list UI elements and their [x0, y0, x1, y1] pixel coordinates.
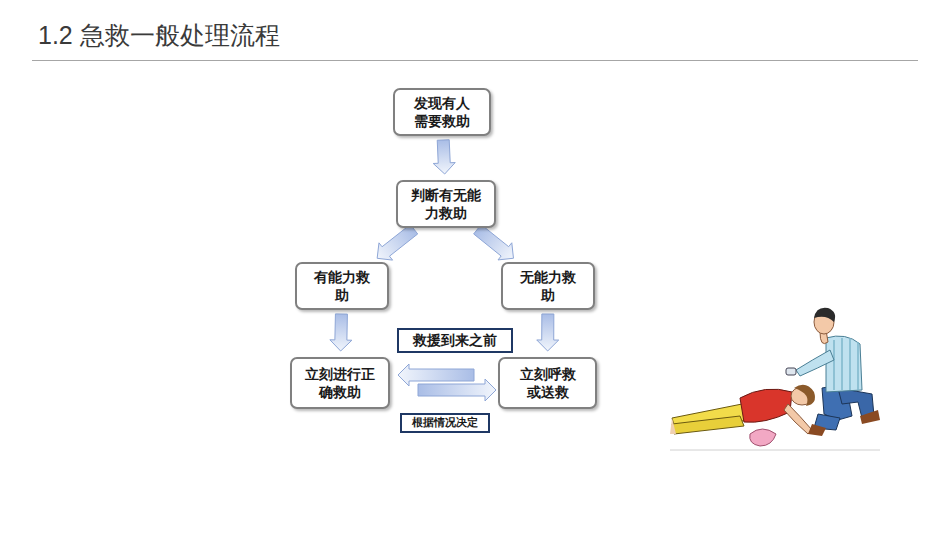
- handbag: [750, 429, 776, 446]
- shirt-stripes: [834, 338, 858, 390]
- node-label: 发现有人需要救助: [412, 94, 472, 130]
- process-box: 立刻进行正确救助: [290, 357, 390, 409]
- node-label: 无能力救助: [518, 268, 578, 304]
- block-arrow: [418, 379, 496, 401]
- legs: [672, 416, 744, 434]
- ground-line: [670, 450, 880, 451]
- hair: [814, 308, 835, 322]
- phase-tag: 救援到来之前: [397, 328, 513, 353]
- torso: [740, 389, 792, 422]
- decision-box: 判断有无能力救助: [396, 180, 496, 228]
- block-arrow: [474, 225, 514, 260]
- note-tag: 根据情况决定: [400, 413, 490, 433]
- block-arrow: [398, 364, 474, 386]
- arm: [784, 404, 812, 434]
- node-label: 根据情况决定: [412, 416, 478, 430]
- block-arrow: [330, 314, 352, 351]
- node-label: 有能力救助: [312, 268, 372, 304]
- hair: [794, 385, 815, 406]
- process-box: 立刻呼救或送救: [498, 357, 597, 409]
- title-rule: [32, 60, 918, 61]
- block-arrow: [537, 314, 559, 351]
- process-box: 无能力救助: [501, 262, 595, 310]
- node-label: 判断有无能力救助: [409, 186, 483, 222]
- phone-device: [786, 368, 796, 375]
- striped-shirt: [826, 336, 862, 392]
- node-label: 立刻进行正确救助: [303, 365, 377, 401]
- shoe: [808, 424, 826, 436]
- arm: [796, 350, 834, 376]
- slide-title: 1.2 急救一般处理流程: [38, 19, 280, 52]
- block-arrow: [377, 225, 418, 261]
- node-label: 救援到来之前: [413, 331, 497, 349]
- process-box: 有能力救助: [295, 262, 389, 310]
- feet: [670, 418, 676, 434]
- block-arrow: [433, 140, 455, 174]
- shoe: [860, 410, 880, 424]
- process-box: 发现有人需要救助: [393, 88, 491, 136]
- node-label: 立刻呼救或送救: [518, 365, 578, 401]
